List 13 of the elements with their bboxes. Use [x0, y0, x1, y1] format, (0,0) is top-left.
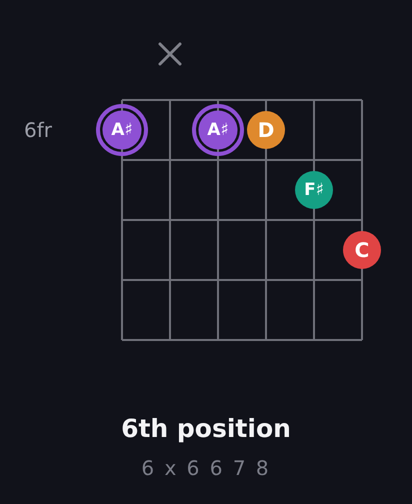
root-note-marker	[192, 104, 244, 156]
note-name: A♯	[111, 122, 133, 138]
fret-number-label: 6fr	[24, 120, 52, 140]
root-note-marker	[96, 104, 148, 156]
note-marker	[247, 111, 285, 149]
note-name: F♯	[304, 182, 324, 198]
note-marker	[295, 171, 333, 209]
position-title: 6th position	[121, 414, 291, 443]
note-marker	[343, 231, 381, 269]
note-name: D	[258, 120, 274, 140]
note-name: A♯	[207, 122, 229, 138]
note-name: C	[354, 240, 370, 260]
fret-numbers-caption: 6 x 6 6 7 8	[141, 456, 271, 480]
